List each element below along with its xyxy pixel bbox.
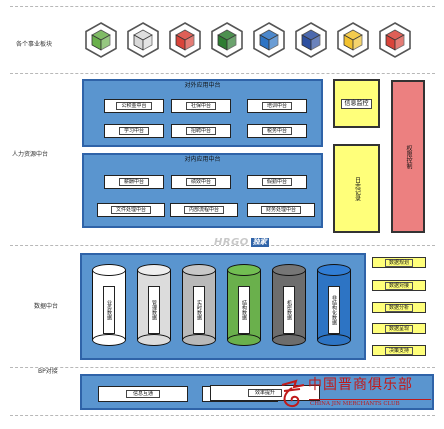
red-cube-icon <box>168 22 202 58</box>
external-platform-panel: 对外应用中台 公积金中台 社保中台 培训中台 学习中台 招聘中台 税务中台 <box>82 79 323 147</box>
internal-box-5: 内部流程中台 <box>170 203 238 217</box>
database-cylinder: 非结构化数据 <box>317 264 351 346</box>
external-box-3: 培训中台 <box>247 99 307 113</box>
red-cube-icon <box>378 22 412 58</box>
watermark-en: CHINA JIN MERCHANTS CLUB <box>310 401 400 407</box>
green-cube-icon <box>84 22 118 58</box>
data-function-4: 数据呈现 <box>372 323 426 334</box>
club-emblem-icon <box>281 379 305 408</box>
info-monitor-box: 信息监控 <box>333 79 380 128</box>
blue-cube-icon <box>252 22 286 58</box>
row-label-bp: BP对接 <box>38 368 58 375</box>
database-label-box: 结构数据 <box>238 286 250 334</box>
navy-cube-icon <box>294 22 328 58</box>
separator-business <box>10 73 435 74</box>
external-box-5: 招聘中台 <box>171 124 231 138</box>
database-label-box: 机密数据 <box>283 286 295 334</box>
database-cylinder: 结构数据 <box>227 264 261 346</box>
hrgo-logo: HRGO 独家 <box>214 236 269 248</box>
watermark-rule <box>309 399 431 400</box>
internal-platform-title: 对内应用中台 <box>184 156 221 163</box>
data-platform-panel: 业务数据 管理数据 实时数据 结构数据 机密数据 非结构化数据 <box>80 253 366 360</box>
separator-hr <box>10 245 435 246</box>
external-box-4: 学习中台 <box>104 124 164 138</box>
external-box-6: 税务中台 <box>247 124 307 138</box>
internal-platform-panel: 对内应用中台 薪酬中台 绩效中台 假勤中台 文件处理中台 内部流程中台 财务处理… <box>82 153 323 228</box>
internal-box-6: 财务处理中台 <box>247 203 315 217</box>
database-label-box: 非结构化数据 <box>328 286 340 334</box>
database-label-box: 实时数据 <box>193 286 205 334</box>
internal-box-1: 薪酬中台 <box>104 175 164 189</box>
internal-box-2: 绩效中台 <box>171 175 231 189</box>
database-cylinder: 业务数据 <box>92 264 126 346</box>
row-label-business: 各个事业板块 <box>16 41 53 48</box>
yellow-cube-icon <box>336 22 370 58</box>
separator-bottom <box>10 415 435 416</box>
watermark-logo: 中国晋商俱乐部 CHINA JIN MERCHANTS CLUB <box>278 377 434 411</box>
database-cylinder: 管理数据 <box>137 264 171 346</box>
row-label-hr-platform: 人力资源中台 <box>12 151 49 158</box>
data-function-3: 数据分析 <box>372 302 426 313</box>
separator-data <box>10 367 435 368</box>
external-box-1: 公积金中台 <box>104 99 164 113</box>
data-function-1: 数据规划 <box>372 257 426 268</box>
external-platform-title: 对外应用中台 <box>184 82 221 89</box>
bp-box-1: 信息互通 <box>98 386 188 402</box>
database-cylinder: 机密数据 <box>272 264 306 346</box>
hrgo-badge: 独家 <box>250 237 269 247</box>
white-cube-icon <box>126 22 160 58</box>
external-box-2: 社保中台 <box>171 99 231 113</box>
database-label-box: 管理数据 <box>148 286 160 334</box>
data-function-5: 决策支持 <box>372 345 426 356</box>
row-label-data-platform: 数据中台 <box>34 303 59 310</box>
separator-top <box>10 6 435 7</box>
database-cylinder: 实时数据 <box>182 264 216 346</box>
watermark-cn: 中国晋商俱乐部 <box>308 377 413 393</box>
permission-control-box: 权限控制 <box>391 80 425 233</box>
dark-green-cube-icon <box>210 22 244 58</box>
data-function-2: 数据对接 <box>372 280 426 291</box>
internal-box-3: 假勤中台 <box>247 175 307 189</box>
database-label-box: 业务数据 <box>103 286 115 334</box>
internal-box-4: 文件处理中台 <box>97 203 165 217</box>
log-record-box: 日志记录 <box>333 144 380 233</box>
